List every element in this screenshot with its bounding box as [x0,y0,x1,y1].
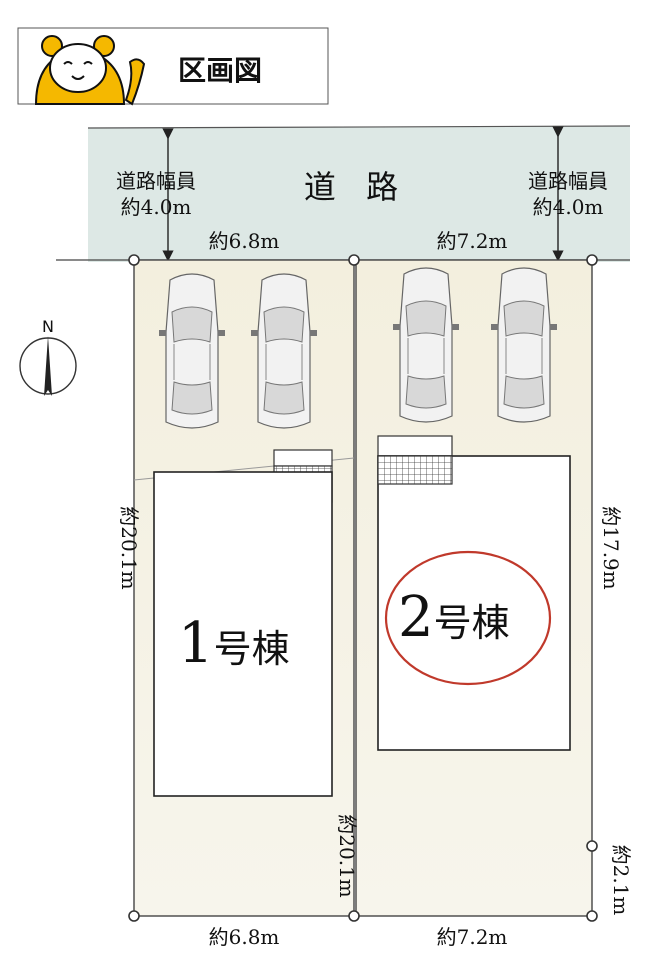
lot-2: 2号棟 [355,259,593,917]
survey-points [128,254,598,922]
building-2-label: 2号棟 [398,585,510,650]
road: 道 路 道路幅員 約4.0m 道路幅員 約4.0m [87,125,631,262]
building-1-footprint [153,471,333,797]
parking-car [490,267,558,423]
lot-1-frontage: 約6.8m [209,229,280,253]
road-width-value-left: 約4.0m [121,195,192,219]
building-2-footprint [377,455,571,751]
parking-car [392,267,460,423]
building-1-label: 1号棟 [178,611,290,676]
highlight-circle [384,550,552,686]
entrance-step [377,435,453,457]
road-width-label-left: 道路幅員 [116,169,196,193]
road-width-value-right: 約4.0m [533,195,604,219]
entrance-step [273,449,333,467]
page-title: 区画図 [178,54,262,87]
lot-2-right-depth: 約17.9m [599,506,623,590]
header-box: 区画図 [17,27,329,106]
lot-2-rear: 約7.2m [437,925,508,949]
compass: N [19,317,77,396]
parking-car [250,273,318,429]
lot-1-left-depth: 約20.1m [117,506,141,590]
road-label: 道 路 [304,168,408,206]
parking-car [158,273,226,429]
road-width-label-right: 道路幅員 [528,169,608,193]
lot-1: 1号棟 [133,259,355,917]
lot-2-right-extra: 約2.1m [609,845,633,916]
lot-1-right-depth: 約20.1m [335,814,359,898]
lot-1-rear: 約6.8m [209,925,280,949]
bear-mascot-icon [34,35,146,106]
lot-2-frontage: 約7.2m [437,229,508,253]
north-label: N [42,317,54,336]
